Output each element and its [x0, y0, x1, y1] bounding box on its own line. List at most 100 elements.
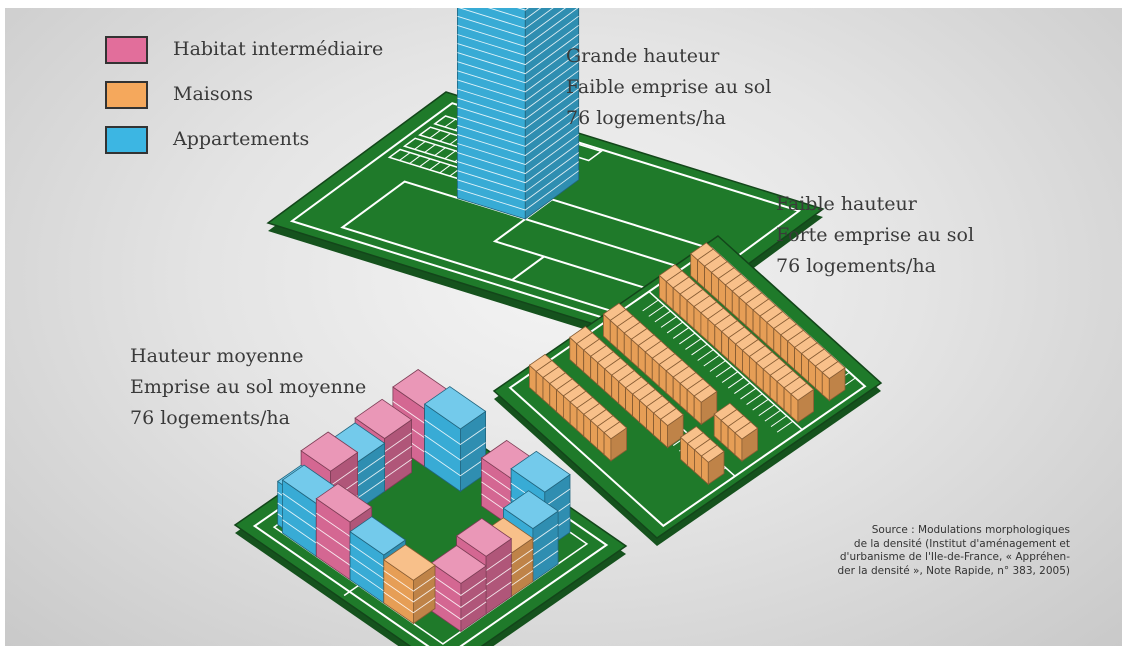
label-high-line3: 76 logements/ha [566, 107, 726, 129]
high-parking-slot [429, 129, 441, 139]
low-garden-line [703, 354, 720, 367]
box-roof [734, 421, 759, 440]
floor-line [457, 43, 579, 84]
legend-label-habitat: Habitat intermédiaire [173, 38, 384, 60]
house-row-3 [693, 384, 718, 426]
source-line2: de la densité (Institut d'aménagement et [853, 537, 1070, 550]
floor-line [383, 591, 436, 614]
floor-line [383, 570, 436, 592]
floor-line [424, 419, 486, 446]
label-high-rise: Grande hauteur Faible emprise au sol 76 … [566, 41, 771, 134]
floor-line [457, 124, 579, 165]
high-path-divider [511, 255, 545, 281]
label-medium-line2: Emprise au sol moyenne [130, 376, 367, 398]
low-garden-line [685, 338, 702, 350]
low-garden-line [654, 310, 671, 323]
floor-line [457, 106, 579, 147]
high-parking-slot [444, 150, 456, 160]
floor-line [457, 79, 579, 120]
low-garden-line [764, 409, 781, 422]
house-row-1 [821, 360, 846, 402]
label-medium-line1: Hauteur moyenne [130, 345, 304, 367]
floor-line [457, 115, 579, 156]
low-garden-line [776, 420, 794, 433]
low-garden-line [666, 321, 684, 334]
label-low-line2: Forte emprise au sol [776, 224, 975, 246]
high-parking-slot [444, 118, 456, 128]
label-medium-line3: 76 logements/ha [130, 407, 290, 429]
high-parking-slot [414, 141, 426, 150]
box-roof [354, 398, 413, 439]
legend-swatch-orange [105, 81, 148, 109]
low-garden-line [752, 398, 769, 411]
box-roof [349, 516, 407, 556]
building-top-row [423, 386, 487, 493]
plate-medium-rise [233, 369, 628, 646]
box-roof [315, 483, 373, 523]
low-garden-line [727, 376, 745, 389]
floor-line [457, 97, 579, 138]
floor-line [487, 8, 542, 20]
low-garden-line [770, 415, 787, 428]
low-garden-line [721, 371, 739, 383]
low-garden-line [709, 360, 726, 372]
box-roof [603, 421, 628, 440]
low-garden-line [746, 393, 763, 405]
floor-line [457, 52, 579, 93]
house-row-2 [790, 382, 815, 424]
tower-apartments [456, 8, 580, 220]
source-line4: der la densité », Note Rapide, n° 383, 2… [837, 564, 1070, 577]
label-low-rise: Faible hauteur Forte emprise au sol 76 l… [776, 189, 974, 282]
legend-label-appartements: Appartements [173, 128, 310, 150]
floor-line [457, 61, 579, 102]
box-roof [423, 386, 487, 430]
box-roof [510, 450, 571, 493]
low-garden-line [679, 332, 696, 345]
box-roof [383, 544, 436, 581]
med-access-path [343, 584, 359, 597]
floor-line [457, 152, 579, 193]
source-note: Source : Modulations morphologiques de l… [740, 524, 1070, 578]
floor-line [457, 133, 579, 175]
floor-line [516, 8, 529, 11]
floor-line [431, 586, 487, 608]
floor-line [457, 170, 579, 211]
label-medium-rise: Hauteur moyenne Emprise au sol moyenne 7… [130, 341, 366, 434]
floor-line [457, 161, 579, 202]
box-roof [455, 517, 513, 557]
floor-line [457, 143, 579, 184]
box-roof [430, 545, 487, 584]
box-side-face [524, 8, 580, 220]
source-line1: Source : Modulations morphologiques [871, 524, 1070, 536]
floor-line [383, 581, 436, 603]
high-parking-slot [439, 164, 451, 174]
label-low-line1: Faible hauteur [776, 193, 917, 215]
high-parking-slot [399, 152, 411, 161]
floor-line [457, 70, 579, 111]
low-garden-line [697, 349, 714, 361]
low-garden-line [758, 404, 775, 417]
legend-swatch-blue [105, 126, 148, 154]
house-row-5 [603, 421, 628, 462]
box-roof [502, 490, 559, 530]
floor-line [431, 574, 487, 596]
box-roof [300, 431, 359, 472]
box-roof [693, 384, 718, 403]
isometric-blocks-drawing [233, 8, 883, 646]
house-row-4 [659, 407, 684, 449]
high-parking-slot [424, 144, 436, 153]
high-parking-slot [434, 147, 446, 156]
low-garden-line [642, 299, 659, 312]
box-roof [821, 360, 846, 380]
floor-line [457, 24, 579, 66]
high-parking-slot [429, 161, 441, 171]
high-parking-slot [439, 133, 451, 142]
box-roof [659, 407, 684, 427]
box-roof [700, 444, 725, 463]
low-garden-line [672, 327, 690, 339]
high-parking-slot [409, 155, 421, 164]
low-garden-line [734, 382, 751, 394]
floor-line [458, 8, 554, 29]
label-low-line3: 76 logements/ha [776, 255, 936, 277]
floor-line [457, 8, 579, 47]
